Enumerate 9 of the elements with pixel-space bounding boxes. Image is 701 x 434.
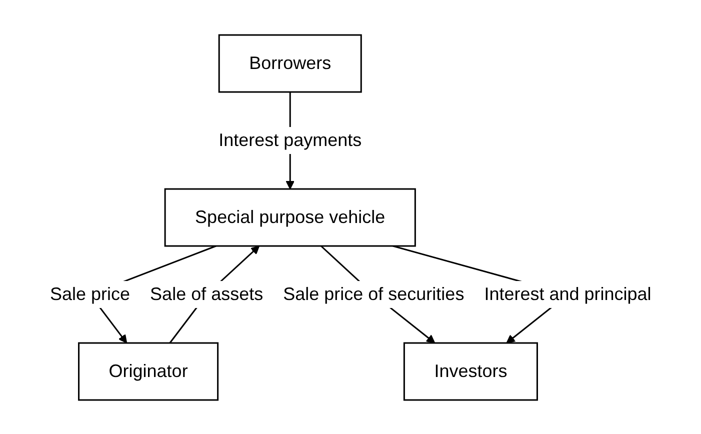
node-box: Investors xyxy=(403,342,538,400)
node-box: Originator xyxy=(78,342,218,400)
node-box: Special purpose vehicle xyxy=(164,188,416,246)
node-box: Borrowers xyxy=(218,34,362,92)
edge-label: Sale price xyxy=(50,284,130,304)
edge-label: Interest payments xyxy=(218,130,362,150)
edge-label: Sale of assets xyxy=(150,284,263,304)
edge-label: Interest and principal xyxy=(484,284,652,304)
edge-label: Sale price of securities xyxy=(282,284,464,304)
